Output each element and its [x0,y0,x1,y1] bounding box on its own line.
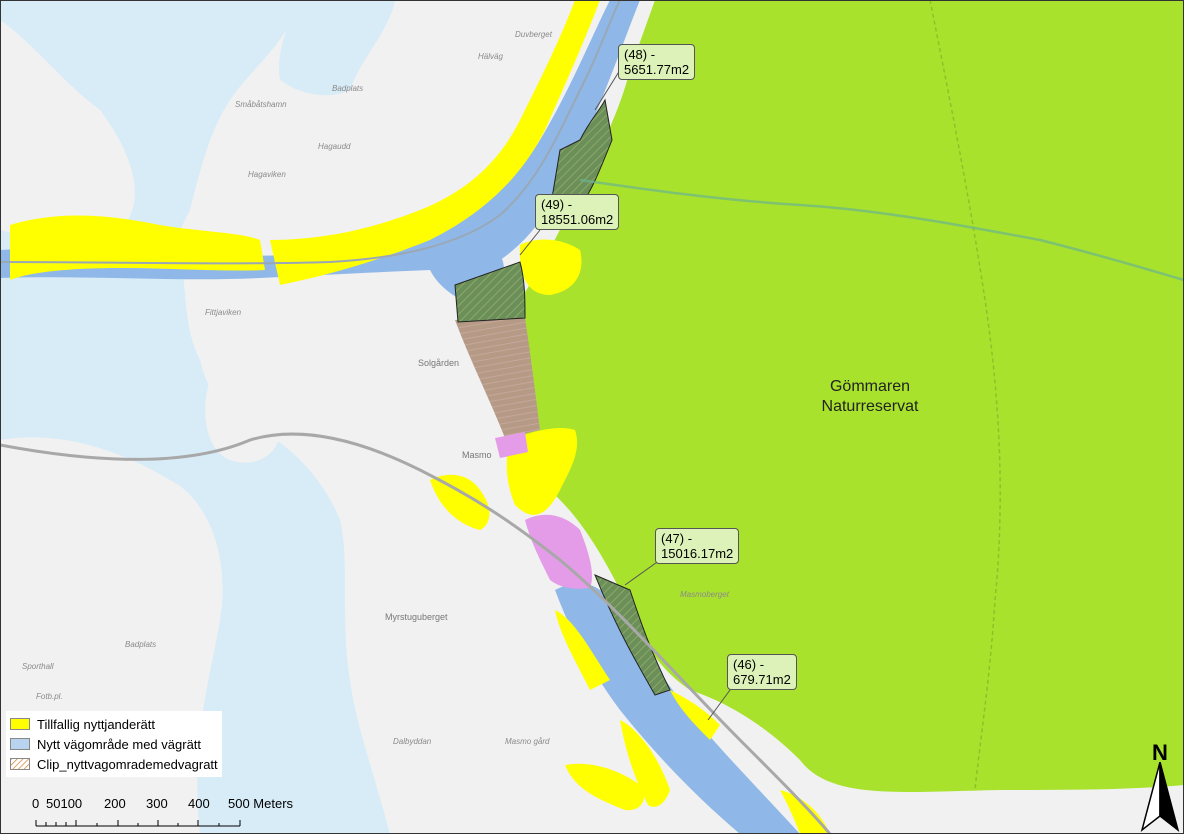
railway-line-west [0,432,832,834]
temp-use-east-of-road [670,690,720,740]
place-label-duvberget: Duvberget [515,30,552,39]
place-label-sporthall: Sporthall [22,662,54,671]
leader-47 [624,559,661,586]
clip-area-47 [594,574,671,696]
callout-49-id: (49) - [541,197,573,212]
temp-use-bottom-strip [620,720,670,807]
clip-area-49 [454,261,526,323]
temp-use-south-west [430,474,490,530]
leader-48 [594,69,621,111]
reserve-label-line1: Gömmaren [829,378,911,395]
leader-46 [707,689,731,721]
place-label-badplats-2: Badplats [125,640,157,649]
place-label-dalbyddan: Dalbyddan [393,737,432,746]
legend-item-clip: Clip_nyttvagomrademedvagratt [10,754,218,774]
callout-46-area: 679.71m2 [733,672,791,687]
callout-46-id: (46) - [733,657,765,672]
scale-bar: 0 50100 200 300 400 500 Meters [28,796,308,832]
water-west-inlet [0,20,135,242]
nature-reserve-area [504,0,1184,793]
callout-49[interactable]: (49) - 18551.06m2 [535,194,620,230]
legend-swatch-yellow [10,718,30,730]
place-label-solgarden: Solgården [418,358,460,368]
north-arrow-icon: N [1140,740,1180,832]
place-label-halvag: Hälväg [478,52,503,61]
scale-label-0: 0 [32,796,40,811]
new-road-area-south [555,583,800,834]
callout-48-area: 5651.77m2 [624,62,690,77]
legend-label: Clip_nyttvagomrademedvagratt [37,756,218,772]
reserve-label-line2: Naturreservat [821,398,919,415]
highway-line [0,0,621,265]
temp-use-bridge-area [519,239,582,295]
place-label-fittjaviken: Fittjaviken [205,308,242,317]
pink-zone-south [525,514,592,589]
scale-label-200: 200 [104,796,126,811]
legend-item-temporary-use: Tillfallig nyttjanderätt [10,714,218,734]
new-road-area-main [0,0,640,280]
legend-swatch-hatch [10,758,30,770]
callout-47[interactable]: (47) - 15016.17m2 [655,528,740,564]
place-label-masmo: Masmo [462,450,492,460]
callout-47-area: 15016.17m2 [661,546,734,561]
place-label-hagaviken: Hagaviken [248,170,286,179]
callout-49-area: 18551.06m2 [541,212,614,227]
scale-ticks [35,820,241,827]
place-label-hagaudd: Hagaudd [318,142,351,151]
reserve-label: Gömmaren Naturreservat [800,377,940,417]
brown-corridor-zone [455,318,540,438]
place-label-fotb: Fotb.pl. [36,692,63,701]
temp-use-south-strip [555,610,610,690]
scale-label-300: 300 [146,796,168,811]
legend-item-new-road-area: Nytt vägområde med vägrätt [10,734,218,754]
temp-use-north-strip [270,0,600,285]
place-label-masmoberget: Masmoberget [680,590,729,599]
water-bay-north [279,0,395,96]
north-arrow-label: N [1152,740,1168,765]
scale-label-50100: 50100 [46,796,83,811]
callout-46[interactable]: (46) - 679.71m2 [727,654,797,690]
legend-label: Nytt vägområde med vägrätt [37,736,202,752]
legend-swatch-blue [10,738,30,750]
temp-use-bottom-right [780,790,830,834]
map-legend: Tillfallig nyttjanderätt Nytt vägområde … [6,711,222,777]
leader-49 [519,229,541,256]
reserve-stream [579,178,1184,282]
scale-label-400: 400 [188,796,210,811]
scale-label-500: 500 Meters [228,796,294,811]
legend-label: Tillfallig nyttjanderätt [37,716,156,732]
callout-48-id: (48) - [624,47,656,62]
place-label-smabatshamn: Småbåtshamn [235,100,287,109]
water-island [205,377,281,463]
callout-48[interactable]: (48) - 5651.77m2 [618,44,696,80]
callout-47-id: (47) - [661,531,693,546]
temp-use-bottom-left [565,763,645,811]
place-label-myrstuguberget: Myrstuguberget [385,612,448,622]
place-label-masmo-gard: Masmo gård [505,737,550,746]
reserve-trail [929,0,1001,791]
pink-zone-north [495,432,528,458]
place-label-badplats-1: Badplats [332,84,364,93]
